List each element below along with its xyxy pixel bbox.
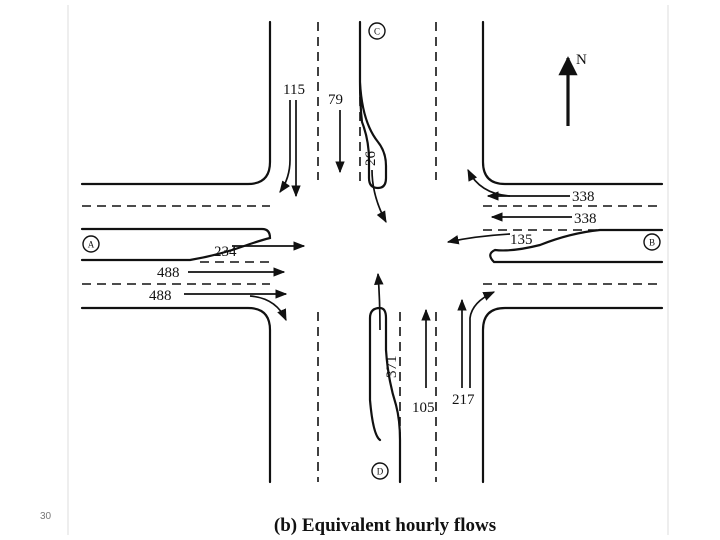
svg-text:C: C	[374, 27, 380, 37]
flow-north-left: 26	[363, 151, 379, 167]
flow-south-right: 217	[452, 392, 475, 408]
slide-number: 30	[40, 511, 52, 522]
svg-text:B: B	[649, 238, 655, 248]
flow-east-through-2: 338	[574, 211, 597, 227]
flow-arrows	[184, 100, 572, 388]
approach-b-marker: B	[643, 233, 661, 251]
flow-west-left: 234	[214, 244, 237, 260]
flow-west-through-1: 488	[157, 265, 180, 281]
flow-north-right: 115	[283, 82, 305, 98]
lane-markings	[82, 22, 662, 482]
approach-d-marker: D	[371, 462, 389, 480]
flow-east-through-1: 338	[572, 189, 595, 205]
approach-a-marker: A	[82, 235, 100, 253]
flow-west-through-2: 488	[149, 288, 172, 304]
flow-south-left: 371	[384, 356, 400, 379]
svg-text:D: D	[377, 467, 384, 477]
north-label: N	[576, 52, 587, 68]
flow-north-through: 79	[328, 92, 343, 108]
flow-east-left: 135	[510, 232, 533, 248]
approach-c-marker: C	[368, 22, 386, 40]
road-curbs	[80, 20, 664, 484]
flow-south-through: 105	[412, 400, 435, 416]
svg-text:A: A	[88, 240, 95, 250]
diagram-caption: (b) Equivalent hourly flows	[274, 515, 496, 536]
